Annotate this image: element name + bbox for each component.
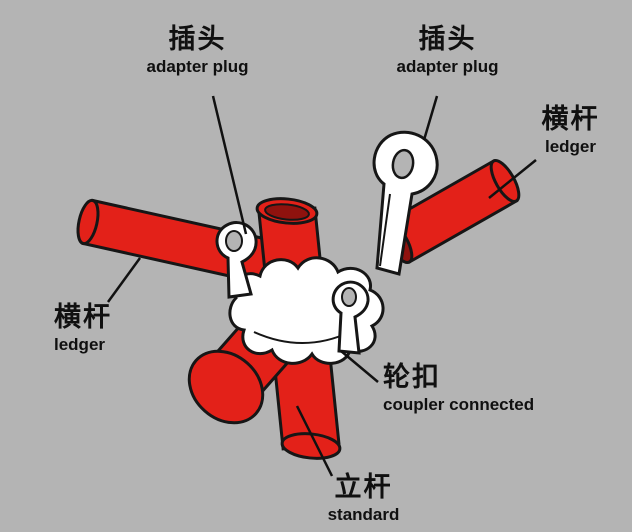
ledger-left-tube [76, 198, 275, 286]
label-ledger-left-en: ledger [54, 335, 106, 355]
leader-coupler [340, 350, 379, 383]
label-coupler-en: coupler connected [383, 395, 535, 415]
adapter-plug-detached-hole [391, 148, 415, 180]
label-ledger-left-zh: 横杆 [54, 302, 112, 332]
leader-adapter-plug-right [422, 95, 439, 141]
standard-top-hole [264, 203, 310, 221]
label-standard-en: standard [327, 505, 400, 525]
label-adapter-plug-left: 插头 adapter plug [125, 24, 270, 77]
label-ledger-right-zh: 横杆 [541, 104, 600, 134]
label-adapter-plug-left-zh: 插头 [168, 24, 227, 54]
ledger-front-end-cap [187, 349, 265, 425]
ledger-right-tube [382, 158, 521, 265]
ledger-right-end-cap [489, 159, 521, 203]
label-ledger-left: 横杆 ledger [54, 302, 174, 355]
label-adapter-plug-right: 插头 adapter plug [375, 24, 520, 77]
adapter-plug-front-hole [341, 287, 357, 307]
adapter-plug-left [215, 221, 258, 299]
label-standard: 立杆 standard [316, 472, 411, 525]
label-adapter-plug-right-en: adapter plug [396, 57, 499, 77]
label-adapter-plug-left-en: adapter plug [146, 57, 249, 77]
label-ledger-right: 横杆 ledger [518, 104, 623, 157]
leader-standard [295, 405, 334, 477]
label-ledger-right-en: ledger [544, 137, 597, 157]
label-standard-zh: 立杆 [334, 472, 393, 502]
adapter-plug-front [331, 280, 370, 355]
label-coupler: 轮扣 coupler connected [383, 362, 563, 415]
label-adapter-plug-right-zh: 插头 [418, 24, 477, 54]
leader-ledger-left [106, 257, 142, 303]
leader-adapter-plug-left [211, 95, 248, 235]
ledger-left-end-cap [76, 198, 100, 246]
adapter-plug-detached-edge-line [379, 193, 391, 267]
leader-lines [106, 95, 537, 477]
label-coupler-zh: 轮扣 [383, 362, 441, 392]
adapter-plug-left-hole [225, 230, 243, 252]
leader-ledger-right [488, 159, 537, 199]
